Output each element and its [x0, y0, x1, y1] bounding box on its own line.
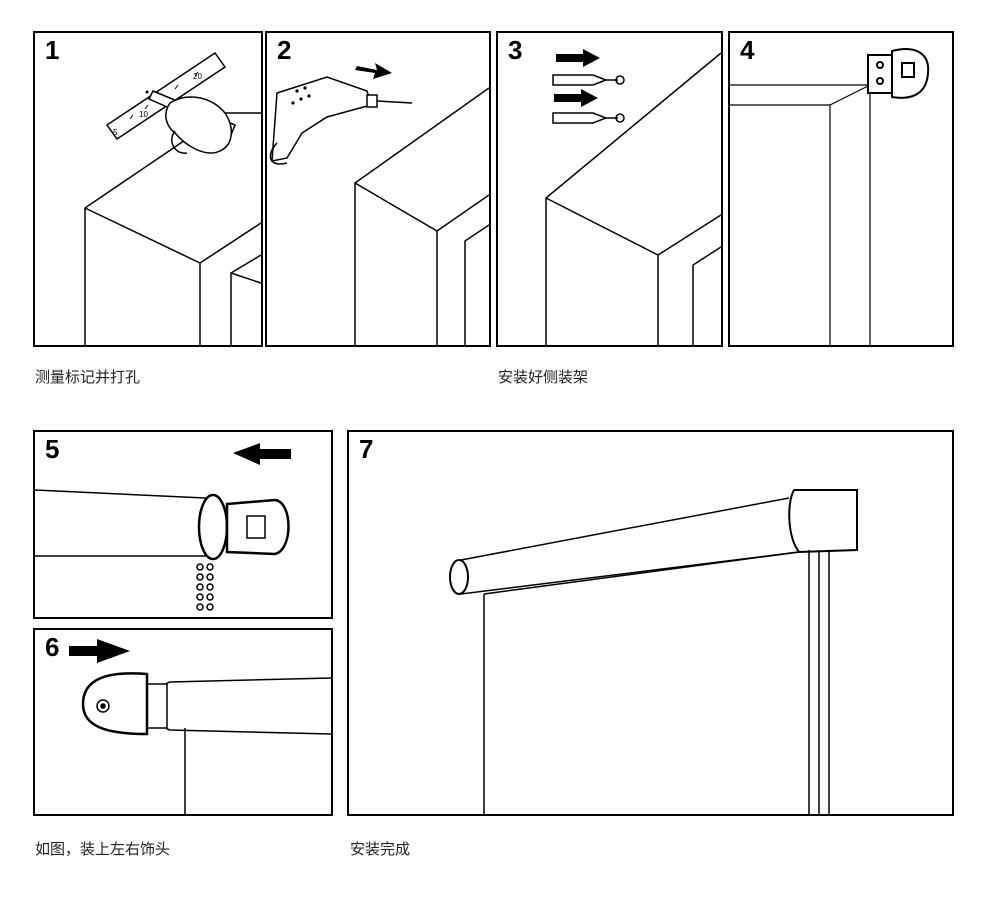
step-2-panel: 2	[265, 31, 491, 347]
drill-illustration	[269, 63, 489, 345]
caption-measure-drill: 测量标记并打孔	[35, 368, 141, 386]
caption-install-brackets: 安装好侧装架	[498, 368, 589, 386]
measure-illustration: 5 10 20	[84, 51, 261, 345]
step-1-panel: 5 10 20 1	[33, 31, 263, 347]
step-number-1: 1	[45, 35, 60, 65]
step-5-panel: 5	[33, 430, 333, 619]
caption-end-caps: 如图，装上左右饰头	[35, 840, 171, 858]
step-4-panel: 4	[728, 31, 954, 347]
step-3-panel: 3	[496, 31, 723, 347]
step-6-panel: 6	[33, 628, 333, 816]
step-number-4: 4	[740, 35, 755, 65]
bracket-illustration	[730, 48, 930, 345]
step-number-2: 2	[277, 35, 292, 65]
ruler-tick-20: 20	[193, 72, 202, 81]
step-number-3: 3	[508, 35, 523, 65]
attach-opposite-cap-illustration	[69, 639, 331, 814]
ruler-tick-5: 5	[113, 128, 118, 137]
ruler-tick-10: 10	[139, 110, 148, 119]
attach-end-cap-illustration	[35, 443, 291, 611]
step-number-7: 7	[359, 434, 374, 464]
installed-roller-blind-illustration	[449, 489, 858, 814]
step-number-5: 5	[45, 434, 60, 464]
caption-installation-complete: 安装完成	[350, 840, 411, 858]
anchor-illustration	[545, 49, 721, 345]
step-number-6: 6	[45, 632, 60, 662]
step-7-panel: 7	[347, 430, 954, 816]
